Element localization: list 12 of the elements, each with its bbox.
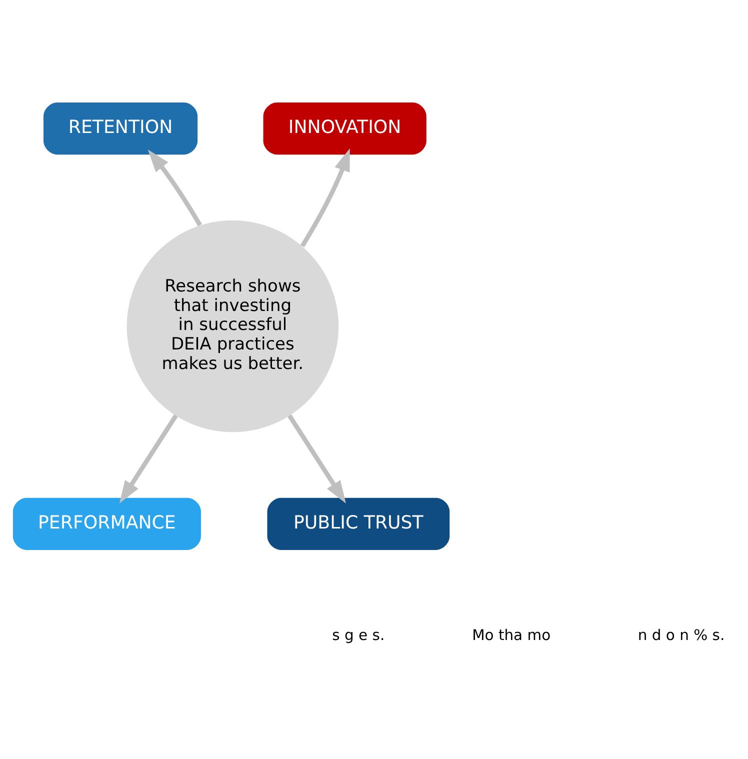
arrow (288, 414, 346, 504)
node-box: INNOVATION (263, 102, 426, 155)
arrow (300, 148, 350, 248)
arrow (148, 150, 202, 226)
label: n d o n % s. (638, 626, 725, 644)
node-box: PERFORMANCE (12, 498, 201, 550)
label: s g e s. (332, 626, 385, 644)
label: Mo tha mo (472, 626, 551, 644)
arrow (119, 414, 178, 504)
node-box: PUBLIC TRUST (267, 498, 450, 550)
node-box: RETENTION (44, 102, 198, 155)
node-circle: Research shows that investing in successful DEIA practices makes us better. (126, 220, 339, 432)
